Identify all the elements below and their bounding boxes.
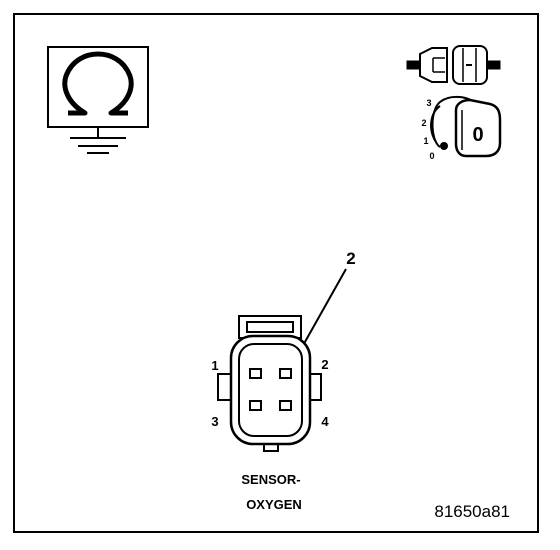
disconnect-connector-icon xyxy=(406,45,501,85)
ignition-key-letter: 0 xyxy=(472,124,483,146)
figure-id: 81650a81 xyxy=(434,502,510,521)
ignition-position-2: 2 xyxy=(421,118,426,128)
pin-label-4: 4 xyxy=(321,414,329,429)
ignition-position-1: 1 xyxy=(423,136,428,146)
pin-cavity-3 xyxy=(249,400,262,411)
ignition-position-3: 3 xyxy=(426,98,431,108)
oxygen-sensor-connector xyxy=(217,315,322,452)
pin-label-3: 3 xyxy=(211,414,218,429)
ohmmeter-ground-icon xyxy=(47,46,149,154)
pin-cavity-2 xyxy=(279,368,292,379)
callout-number: 2 xyxy=(346,249,355,268)
connector-label-line2: OXYGEN xyxy=(246,497,302,512)
ignition-off-icon: 0 3 2 1 0 xyxy=(421,96,502,161)
pin-cavity-4 xyxy=(279,400,292,411)
pin-label-1: 1 xyxy=(211,358,218,373)
ignition-position-0: 0 xyxy=(429,151,434,161)
pin-cavity-1 xyxy=(249,368,262,379)
connector-label-line1: SENSOR- xyxy=(241,472,300,487)
figure-frame xyxy=(13,13,539,533)
pin-label-2: 2 xyxy=(321,357,328,372)
